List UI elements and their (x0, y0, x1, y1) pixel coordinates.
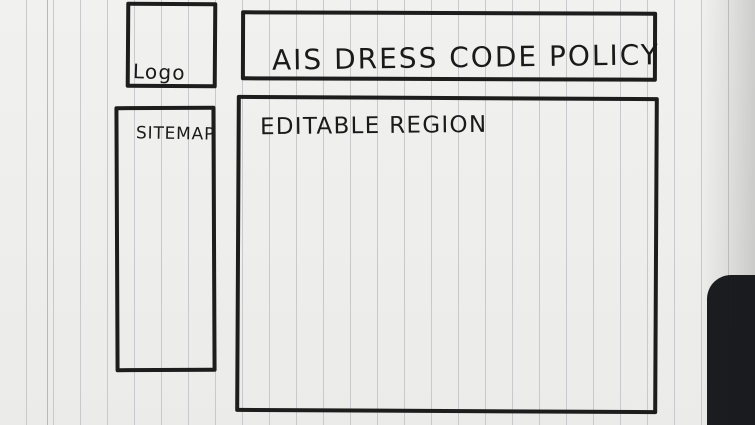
paper-margin-line (47, 0, 48, 425)
page-title: AIS DRESS CODE POLICY (271, 38, 661, 77)
editable-region-box (235, 94, 659, 415)
dark-corner-object (707, 275, 755, 425)
logo-label: Logo (132, 59, 187, 85)
editable-region-label: EDITABLE REGION (259, 111, 488, 141)
sitemap-label: SITEMAP (135, 123, 216, 145)
sitemap-placeholder-box (114, 105, 217, 373)
